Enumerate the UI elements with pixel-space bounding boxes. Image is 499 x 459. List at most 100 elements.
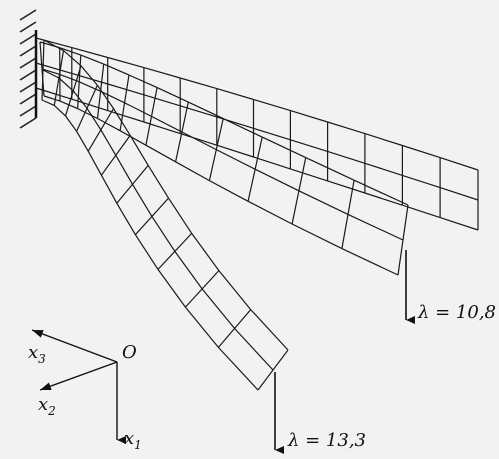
mesh-midline	[290, 139, 328, 152]
mesh-top-edge	[364, 133, 403, 147]
mesh-cross-line	[291, 157, 307, 225]
mesh-top-edge	[35, 37, 72, 49]
mesh-bottom-edge	[77, 108, 98, 120]
mesh-cross-line	[100, 135, 131, 176]
mesh-top-edge	[439, 157, 479, 171]
mesh-midline	[174, 251, 203, 290]
beam-mesh-lower	[41, 39, 289, 391]
mesh-cross-line	[157, 232, 193, 270]
mesh-bottom-edge	[253, 156, 291, 170]
mesh-top-edge	[290, 110, 328, 123]
mesh-bottom-edge	[65, 115, 78, 132]
mesh-top-edge	[147, 165, 170, 199]
mesh-midline	[86, 107, 102, 131]
mesh-midline	[439, 187, 479, 201]
mesh-midline	[151, 115, 183, 133]
mesh-top-edge	[59, 47, 81, 56]
mesh-midline	[327, 150, 366, 164]
mesh-bottom-edge	[76, 130, 89, 152]
mesh-cross-line	[116, 165, 149, 204]
mesh-top-edge	[167, 197, 193, 234]
mesh-midline	[298, 190, 349, 215]
mesh-cross-line	[96, 64, 105, 119]
mesh-bottom-edge	[402, 204, 441, 219]
mesh-cross-line	[76, 84, 98, 132]
mesh-bottom-edge	[341, 248, 399, 276]
mesh-top-edge	[112, 108, 131, 136]
mesh-bottom-edge	[184, 306, 219, 348]
mesh-top-edge	[156, 87, 189, 103]
mesh-cross-line	[208, 118, 224, 181]
mesh-bottom-edge	[107, 110, 145, 123]
mesh-bottom-edge	[35, 87, 72, 100]
mesh-top-edge	[143, 67, 181, 79]
mesh-bottom-edge	[247, 200, 293, 225]
mesh-cross-line	[217, 309, 252, 348]
mesh-bottom-edge	[157, 269, 186, 308]
mesh-bottom-edge	[145, 144, 176, 163]
mesh-bottom-edge	[43, 95, 61, 102]
mesh-top-edge	[218, 270, 252, 310]
mesh-bottom-edge	[327, 180, 366, 194]
mesh-midline	[100, 90, 125, 104]
mesh-midline	[41, 68, 60, 75]
mesh-midline	[58, 77, 74, 92]
mesh-bottom-edge	[217, 346, 259, 391]
mesh-top-edge	[103, 63, 130, 76]
mesh-cross-line	[77, 55, 82, 109]
mesh-bottom-edge	[364, 192, 403, 206]
mesh-midline	[107, 83, 145, 96]
mesh-top-edge	[96, 84, 114, 109]
mesh-midline	[347, 213, 404, 241]
mesh-top-edge	[128, 74, 158, 89]
mesh-cross-line	[134, 197, 169, 236]
mesh-top-edge	[353, 179, 409, 206]
mesh-bottom-edge	[87, 150, 102, 176]
mesh-cross-line	[184, 270, 220, 308]
mesh-top-edge	[402, 144, 441, 159]
mesh-cross-line	[247, 136, 263, 202]
mesh-top-edge	[253, 98, 291, 112]
beam-mesh-middle	[39, 41, 409, 276]
mesh-midline	[143, 94, 181, 107]
mesh-bottom-edge	[291, 223, 343, 250]
mesh-midline	[180, 105, 217, 118]
mesh-bottom-edge	[53, 104, 66, 117]
mesh-top-edge	[80, 65, 98, 86]
mesh-top-edge	[222, 118, 263, 138]
axis-x1-label: x1	[124, 428, 142, 452]
mesh-top-edge	[80, 54, 104, 65]
load-label-upper: λ = 10,8	[417, 302, 496, 323]
mesh-top-edge	[43, 39, 64, 52]
mesh-cross-line	[41, 39, 45, 101]
mesh-midline	[124, 102, 152, 117]
mesh-bottom-edge	[100, 174, 118, 204]
mesh-midline	[234, 328, 274, 371]
axis-x2-label: x2	[38, 394, 56, 418]
mesh-midline	[78, 81, 101, 92]
mesh-bottom-edge	[216, 144, 254, 158]
mesh-midline	[254, 168, 300, 192]
coordinate-axes: O x1 x2 x3	[28, 329, 142, 452]
mesh-bottom-edge	[116, 202, 136, 236]
mesh-cross-line	[53, 50, 65, 106]
mesh-cross-line	[39, 41, 45, 97]
mesh-bottom-edge	[134, 234, 159, 270]
mesh-midline	[151, 216, 176, 252]
mesh-cross-line	[257, 349, 289, 391]
mesh-midline	[253, 127, 291, 141]
mesh-top-edge	[327, 121, 366, 135]
mesh-top-edge	[305, 157, 355, 181]
mesh-bottom-edge	[97, 117, 121, 132]
mesh-midline	[131, 183, 153, 217]
mesh-bottom-edge	[41, 99, 55, 106]
mesh-midline	[364, 162, 403, 176]
mesh-cross-line	[341, 180, 355, 249]
mesh-bottom-edge	[119, 130, 147, 146]
mesh-top-edge	[71, 47, 108, 59]
mesh-top-edge	[261, 136, 306, 159]
axis-x3	[31, 329, 118, 363]
load-label-lower: λ = 13,3	[287, 430, 366, 451]
origin-label: O	[122, 342, 137, 363]
